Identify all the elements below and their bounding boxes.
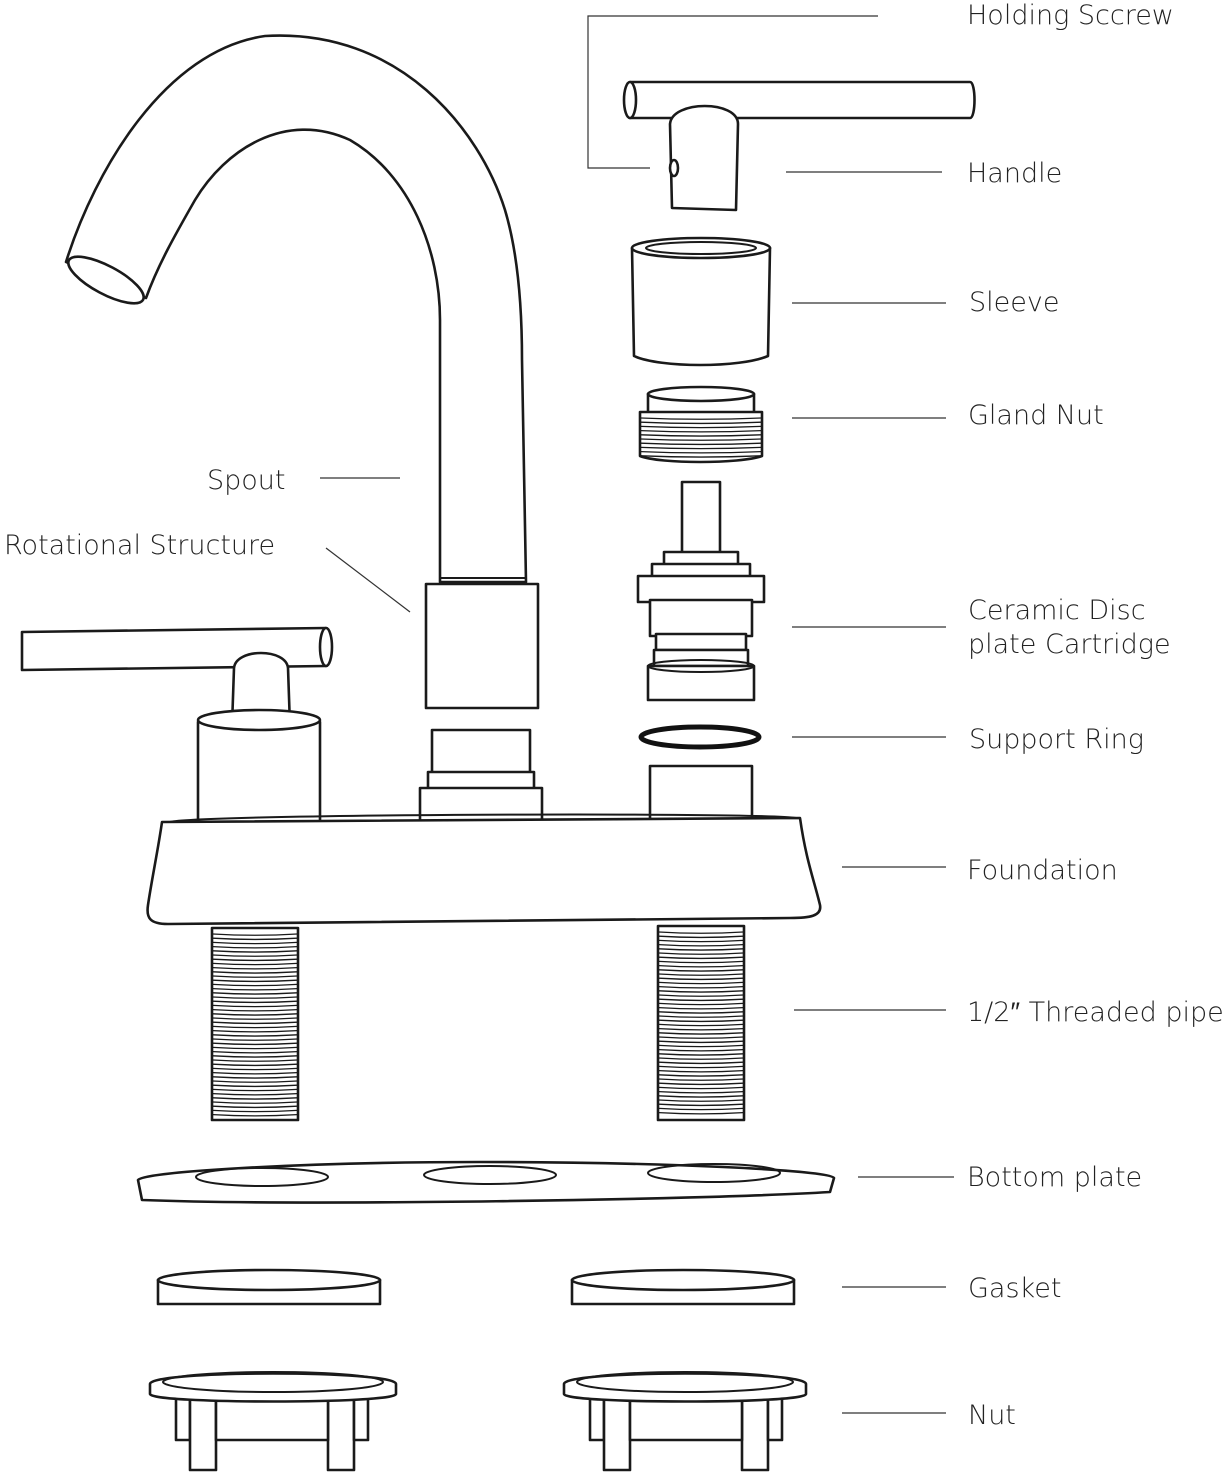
nut-right (562, 1371, 808, 1472)
foundation (146, 813, 822, 926)
rotational-structure (424, 582, 540, 710)
handle (622, 80, 976, 212)
left-handle-assembly (20, 626, 334, 824)
center-fitting (418, 728, 544, 826)
label-rotational-structure: Rotational Structure (4, 530, 275, 561)
holding-screw (668, 158, 680, 178)
ceramic-disc-cartridge (636, 480, 766, 702)
label-foundation: Foundation (967, 855, 1118, 886)
gasket-right (570, 1268, 796, 1306)
leader-lines (320, 15, 954, 1414)
label-nut: Nut (968, 1400, 1016, 1431)
label-handle: Handle (967, 158, 1062, 189)
bottom-plate (136, 1160, 836, 1204)
label-sleeve: Sleeve (969, 287, 1059, 318)
label-cartridge-line1: Ceramic Disc (968, 595, 1146, 626)
nut-left (148, 1371, 398, 1472)
label-bottom-plate: Bottom plate (967, 1162, 1142, 1193)
label-support-ring: Support Ring (969, 724, 1144, 755)
gland-nut (638, 385, 764, 464)
threaded-pipe-right (656, 924, 746, 1122)
label-holding-screw: Holding Sccrew (967, 0, 1174, 31)
threaded-pipe-left (210, 926, 300, 1122)
label-gland-nut: Gland Nut (968, 400, 1104, 431)
sleeve (630, 236, 772, 367)
gasket-left (156, 1268, 382, 1306)
spout (64, 34, 528, 584)
label-threaded-pipe: 1/2″ Threaded pipe (967, 997, 1224, 1028)
label-gasket: Gasket (968, 1273, 1061, 1304)
support-ring (638, 724, 762, 750)
label-cartridge-line2: plate Cartridge (968, 629, 1171, 660)
label-spout: Spout (207, 465, 286, 496)
